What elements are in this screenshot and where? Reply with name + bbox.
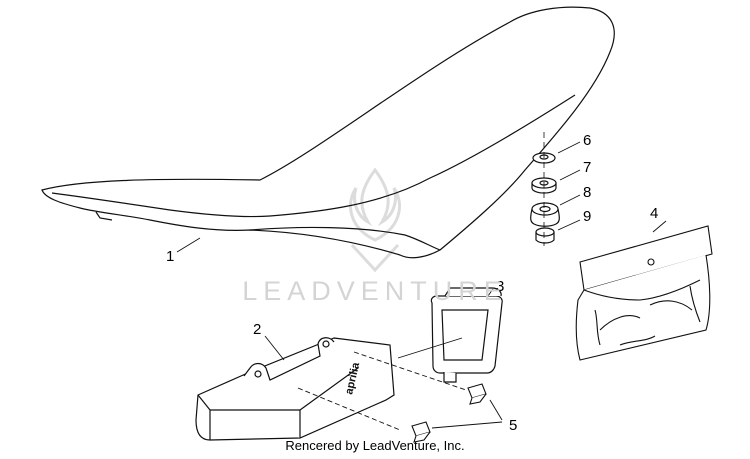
screw: [411, 421, 431, 443]
nut: [535, 227, 555, 244]
callout-3: 3: [496, 278, 504, 295]
callout-8: 8: [583, 184, 591, 201]
tool-pouch: [575, 225, 713, 361]
tool-box: aprilia: [195, 337, 395, 441]
callout-1: 1: [166, 248, 174, 265]
leader-lines: [176, 141, 667, 431]
callout-6: 6: [583, 132, 591, 149]
rubber-grommet: [530, 202, 560, 227]
screw: [467, 383, 487, 405]
callout-2: 2: [253, 321, 261, 338]
callout-7: 7: [583, 159, 591, 176]
tool-box-frame: [430, 287, 503, 383]
watermark-logo: [348, 167, 402, 273]
render-credit: Rencered by LeadVenture, Inc.: [285, 438, 465, 453]
callout-5: 5: [509, 417, 517, 434]
seat: [41, 6, 615, 259]
callout-9: 9: [583, 208, 591, 225]
callout-4: 4: [650, 205, 658, 222]
